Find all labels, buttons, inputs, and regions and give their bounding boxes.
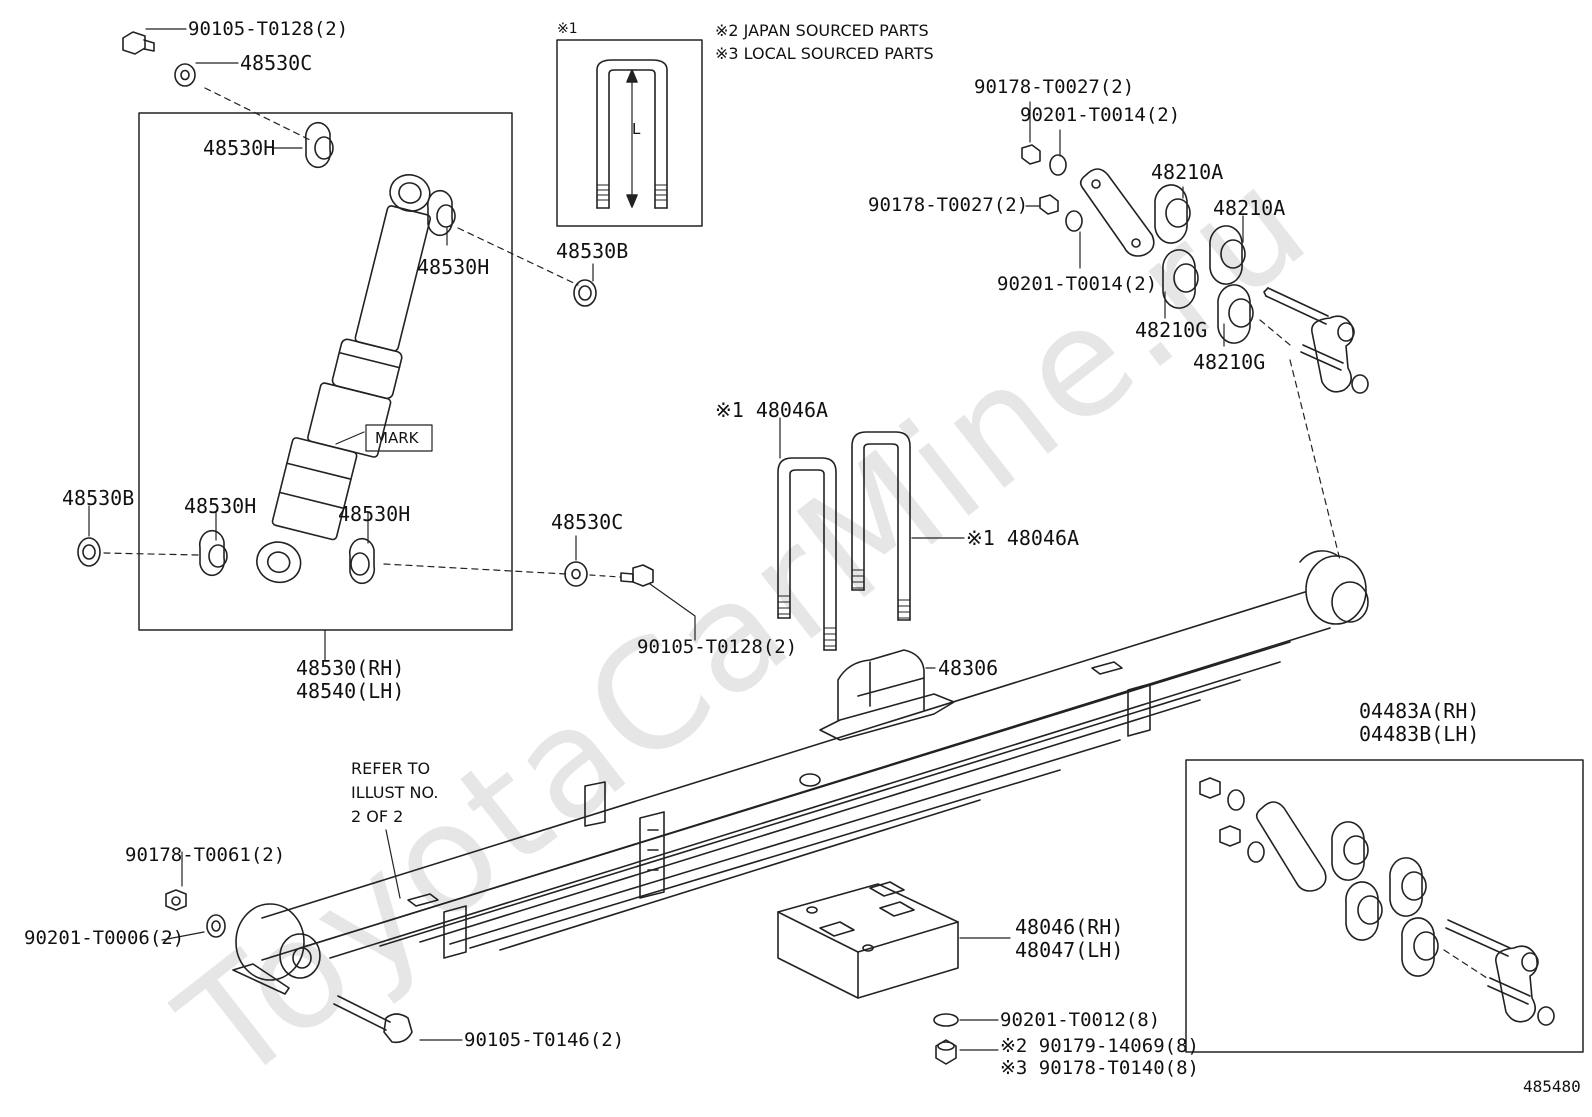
shackle-kit-box — [1185, 759, 1584, 1053]
label-bushing-h4[interactable]: 48530H — [338, 502, 411, 526]
ubolt-inset-box — [556, 39, 703, 227]
bushing-top-1 — [304, 121, 334, 169]
bolt-mid-drawing — [620, 564, 654, 587]
label-bushing-210g-1[interactable]: 48210G — [1135, 318, 1208, 342]
label-nut-plate-japan[interactable]: ※2 90179-14069(8) — [1000, 1035, 1199, 1057]
note-inset-1: ※1 — [557, 21, 578, 37]
label-nut-a[interactable]: 90178-T0027(2) — [974, 76, 1135, 98]
inset-length-label: L — [632, 120, 641, 138]
label-retainer-b2[interactable]: 48530B — [62, 486, 135, 510]
label-washer-a[interactable]: 90201-T0014(2) — [1020, 104, 1181, 126]
label-bushing-h1[interactable]: 48530H — [203, 136, 276, 160]
label-ubolt-1[interactable]: ※1 48046A — [715, 398, 829, 422]
label-bushing-210g-2[interactable]: 48210G — [1193, 350, 1266, 374]
label-bushing-210a-1[interactable]: 48210A — [1151, 160, 1224, 184]
note-local-sourced: ※3 LOCAL SOURCED PARTS — [715, 44, 934, 63]
refer-note-3: 2 OF 2 — [351, 807, 404, 826]
spring-seat-drawing — [777, 881, 959, 999]
shock-absorber-drawing — [256, 174, 432, 584]
shackle-upper-drawing — [1021, 144, 1369, 394]
note-japan-sourced: ※2 JAPAN SOURCED PARTS — [715, 21, 929, 40]
illustration-number: 485480 — [1523, 1077, 1581, 1096]
label-shock-rh[interactable]: 48530(RH) — [296, 656, 405, 680]
label-washer-b[interactable]: 90201-T0014(2) — [997, 273, 1158, 295]
label-bolt-top[interactable]: 90105-T0128(2) — [188, 18, 349, 40]
ubolt-1-drawing — [777, 457, 837, 651]
retainer-top — [573, 279, 597, 307]
bushing-bottom-2 — [348, 537, 376, 585]
leaf-spring-drawing — [232, 550, 1369, 995]
bushing-bottom-1 — [198, 529, 228, 577]
bolt-front-drawing — [333, 995, 413, 1044]
label-bolt-front[interactable]: 90105-T0146(2) — [464, 1029, 625, 1051]
label-bushing-210a-2[interactable]: 48210A — [1213, 196, 1286, 220]
label-bump-stopper[interactable]: 48306 — [938, 656, 999, 680]
shock-absorber-box — [138, 112, 513, 631]
label-kit-rh[interactable]: 04483A(RH) — [1359, 699, 1480, 723]
ubolt-inset-drawing — [596, 59, 668, 209]
label-bushing-h3[interactable]: 48530H — [184, 494, 257, 518]
label-nut-b[interactable]: 90178-T0027(2) — [868, 194, 1029, 216]
label-washer-front[interactable]: 90201-T0006(2) — [24, 927, 185, 949]
mark-box — [365, 424, 433, 452]
label-washer-plate[interactable]: 90201-T0012(8) — [1000, 1009, 1161, 1031]
washer-mid — [564, 561, 588, 587]
plate-nut-drawing — [935, 1039, 957, 1065]
retainer-bottom — [77, 537, 101, 567]
mark-label: MARK — [375, 429, 419, 447]
label-spring-seat-lh[interactable]: 48047(LH) — [1015, 938, 1124, 962]
bump-stopper-drawing — [819, 649, 955, 741]
label-nut-plate-local[interactable]: ※3 90178-T0140(8) — [1000, 1057, 1199, 1079]
label-spring-seat-rh[interactable]: 48046(RH) — [1015, 915, 1124, 939]
label-shock-lh[interactable]: 48540(LH) — [296, 679, 405, 703]
bushing-top-2 — [426, 189, 456, 237]
label-ubolt-2[interactable]: ※1 48046A — [966, 526, 1080, 550]
refer-note-1: REFER TO — [351, 759, 431, 778]
label-retainer-b1[interactable]: 48530B — [556, 239, 629, 263]
plate-washer-drawing — [933, 1013, 959, 1027]
bolt-top-drawing — [122, 28, 187, 55]
label-nut-front[interactable]: 90178-T0061(2) — [125, 844, 286, 866]
label-kit-lh[interactable]: 04483B(LH) — [1359, 722, 1480, 746]
label-bolt-mid[interactable]: 90105-T0128(2) — [637, 636, 798, 658]
washer-top — [174, 63, 196, 87]
ubolt-2-drawing — [851, 431, 911, 621]
nut-front-drawing — [165, 889, 187, 911]
label-washer-top[interactable]: 48530C — [240, 51, 313, 75]
refer-note-2: ILLUST NO. — [351, 783, 439, 802]
shackle-kit-drawing — [1199, 777, 1555, 1026]
washer-front-drawing — [206, 914, 226, 938]
label-washer-mid[interactable]: 48530C — [551, 510, 624, 534]
label-bushing-h2[interactable]: 48530H — [417, 255, 490, 279]
